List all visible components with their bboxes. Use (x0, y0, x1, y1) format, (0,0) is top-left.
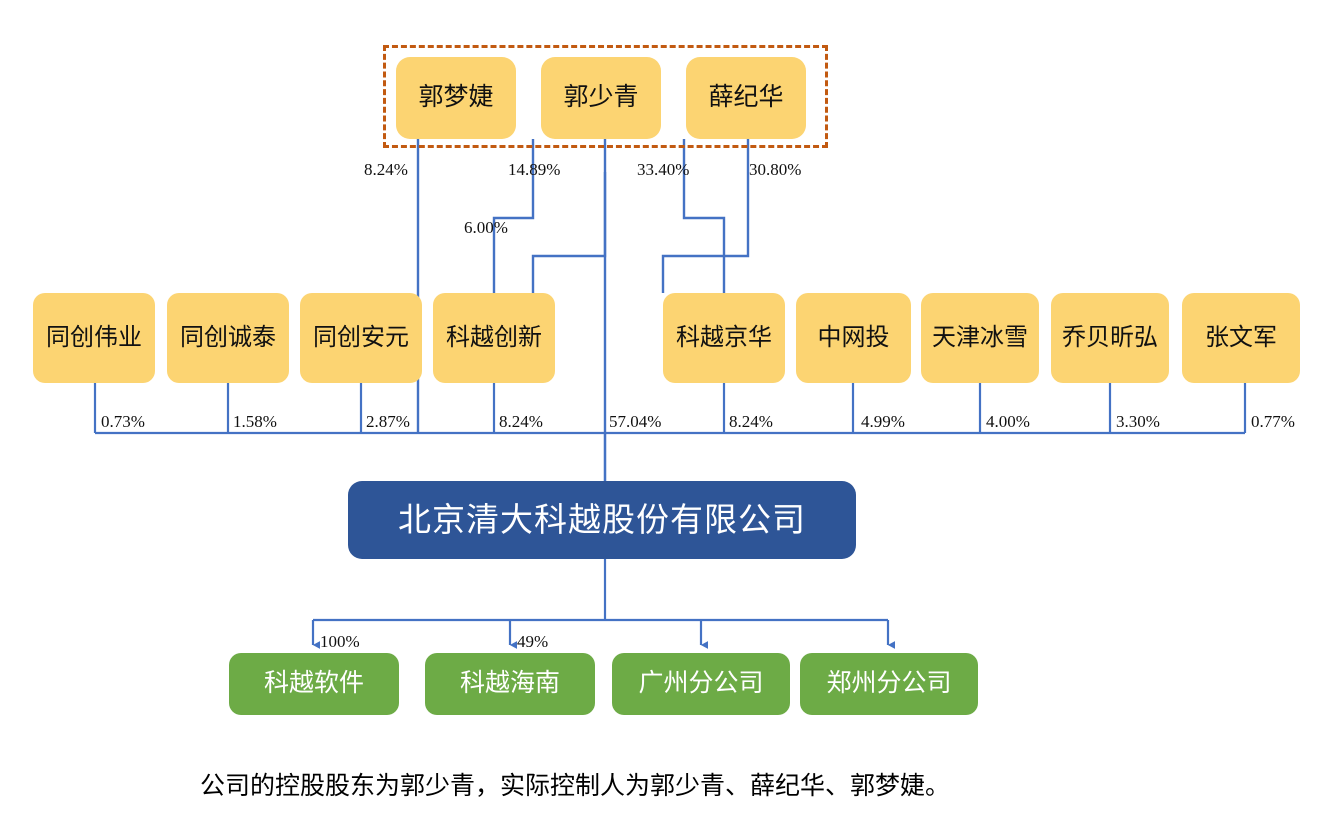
shareholder-label-tianjinbingxue: 天津冰雪 (932, 323, 1028, 351)
person-label-xuejihua: 薛纪华 (708, 83, 784, 112)
shareholder-box-zhongwangtou[interactable]: 中网投 (796, 293, 911, 383)
shareholder-box-zhangwenjun[interactable]: 张文军 (1182, 293, 1300, 383)
main-company-box[interactable]: 北京清大科越股份有限公司 (348, 481, 856, 559)
person-box-guomengjie[interactable]: 郭梦婕 (396, 57, 516, 139)
shareholder-label-qiaobeixinhong: 乔贝昕弘 (1062, 323, 1158, 351)
stake-label-zhangwenjun: 0.77% (1251, 412, 1295, 431)
wire-group-subsidiaries (311, 559, 895, 649)
stake-label-guoshaoqing-57-04: 57.04% (609, 412, 662, 431)
stake-label-zhongwangtou: 4.99% (861, 412, 905, 431)
stake-label-keyuehainan: 49% (517, 632, 549, 651)
shareholder-label-tongchuangweiye: 同创伟业 (46, 323, 142, 351)
stake-label-guoshaoqing-14-89: 14.89% (508, 160, 561, 179)
shareholder-label-tongchuangchengtai: 同创诚泰 (180, 323, 276, 351)
stake-label-keyueruanjian: 100% (320, 632, 360, 651)
stake-label-qiaobeixinhong: 3.30% (1116, 412, 1160, 431)
stake-label-tianjinbingxue: 4.00% (986, 412, 1030, 431)
person-label-guomengjie: 郭梦婕 (418, 83, 494, 112)
subsidiary-box-guangzhou-branch[interactable]: 广州分公司 (612, 653, 790, 715)
shareholder-label-keyuechuangxin: 科越创新 (446, 323, 542, 351)
subsidiary-box-keyueruanjian[interactable]: 科越软件 (229, 653, 399, 715)
shareholder-label-tongchuanganyuan: 同创安元 (313, 323, 409, 351)
stake-label-xuejihua-33-40: 33.40% (637, 160, 690, 179)
diagram-caption: 公司的控股股东为郭少青，实际控制人为郭少青、薛纪华、郭梦婕。 (200, 773, 951, 800)
shareholder-box-keyuejinghua[interactable]: 科越京华 (663, 293, 785, 383)
stake-label-keyuechuangxin: 8.24% (499, 412, 543, 431)
main-company-label: 北京清大科越股份有限公司 (398, 500, 806, 538)
stake-label-guomengjie-8-24: 8.24% (364, 160, 408, 179)
subsidiary-box-keyuehainan[interactable]: 科越海南 (425, 653, 595, 715)
shareholder-box-tianjinbingxue[interactable]: 天津冰雪 (921, 293, 1039, 383)
subsidiary-label-keyueruanjian: 科越软件 (263, 669, 364, 698)
subsidiary-label-guangzhou-branch: 广州分公司 (638, 669, 764, 698)
subsidiary-box-zhengzhou-branch[interactable]: 郑州分公司 (800, 653, 978, 715)
person-box-xuejihua[interactable]: 薛纪华 (686, 57, 806, 139)
shareholder-label-zhangwenjun: 张文军 (1205, 323, 1277, 351)
stake-label-xuejihua-30-80: 30.80% (749, 160, 802, 179)
person-label-guoshaoqing: 郭少青 (563, 83, 639, 112)
wire-xuejihua-33-to-keyuejinghua (682, 139, 726, 293)
shareholder-label-keyuejinghua: 科越京华 (676, 323, 772, 351)
stake-label-tongchuangchengtai: 1.58% (233, 412, 277, 431)
stake-label-guoshaoqing-6-00: 6.00% (464, 218, 508, 237)
shareholder-box-tongchuanganyuan[interactable]: 同创安元 (300, 293, 422, 383)
subsidiary-label-keyuehainan: 科越海南 (459, 669, 560, 698)
stake-label-tongchuanganyuan: 2.87% (366, 412, 410, 431)
shareholder-label-zhongwangtou: 中网投 (817, 323, 890, 351)
shareholder-box-keyuechuangxin[interactable]: 科越创新 (433, 293, 555, 383)
stake-label-keyuejinghua: 8.24% (729, 412, 773, 431)
shareholder-box-tongchuangchengtai[interactable]: 同创诚泰 (167, 293, 289, 383)
person-box-guoshaoqing[interactable]: 郭少青 (541, 57, 661, 139)
wire-group-shareholders (93, 383, 1247, 481)
shareholder-box-qiaobeixinhong[interactable]: 乔贝昕弘 (1051, 293, 1169, 383)
stake-label-tongchuangweiye: 0.73% (101, 412, 145, 431)
shareholder-box-tongchuangweiye[interactable]: 同创伟业 (33, 293, 155, 383)
subsidiary-label-zhengzhou-branch: 郑州分公司 (826, 669, 952, 698)
